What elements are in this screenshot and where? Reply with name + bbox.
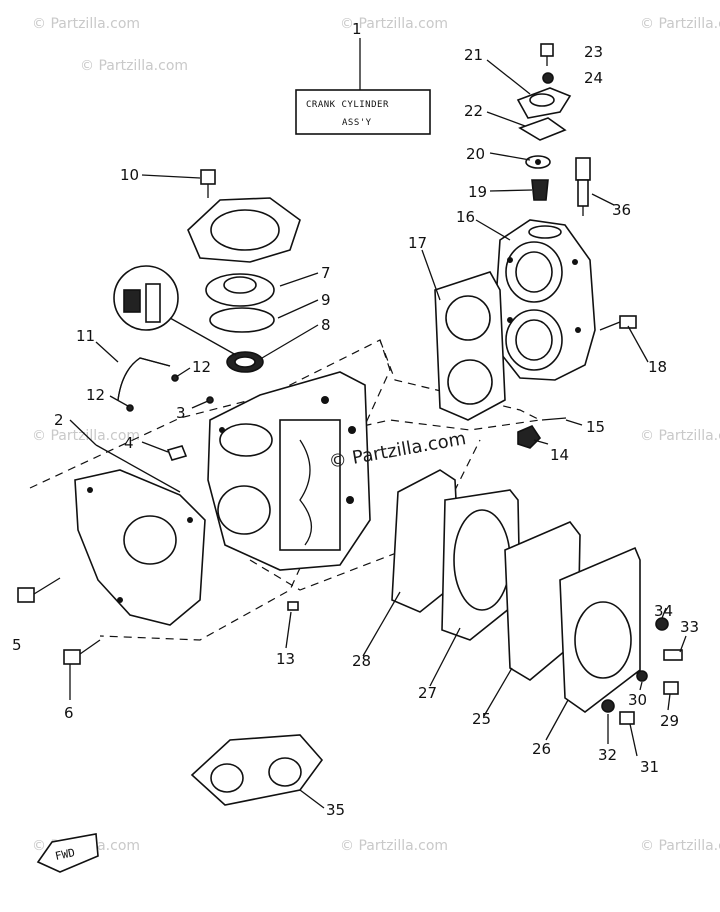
- watermark: © Partzilla.com: [340, 838, 448, 854]
- callout-28: 28: [352, 652, 371, 670]
- callout-6: 6: [64, 704, 74, 722]
- callout-31: 31: [640, 758, 659, 776]
- callout-23: 23: [584, 43, 603, 61]
- callout-19: 19: [468, 183, 487, 201]
- callout-30: 30: [628, 691, 647, 709]
- callout-3: 3: [176, 404, 186, 422]
- callout-16: 16: [456, 208, 475, 226]
- assembly-title-line2: ASS'Y: [342, 118, 372, 128]
- watermark: © Partzilla.com: [80, 58, 188, 74]
- head-gasket: [434, 271, 506, 421]
- fwd-arrow-icon: FWD: [36, 833, 99, 873]
- watermark: © Partzilla.com: [32, 16, 140, 32]
- hose: [117, 357, 171, 401]
- callout-8: 8: [321, 316, 331, 334]
- callout-35: 35: [326, 801, 345, 819]
- assembly-title-line1: CRANK CYLINDER: [306, 100, 389, 110]
- base-gasket: [190, 734, 324, 806]
- callout-21: 21: [464, 46, 483, 64]
- bolt-18: [599, 315, 637, 331]
- fasteners: [601, 617, 683, 725]
- callout-10: 10: [120, 166, 139, 184]
- leader-lines: [69, 59, 687, 809]
- watermark: © Partzilla.com: [640, 838, 720, 854]
- callout-20: 20: [466, 145, 485, 163]
- watermark: © Partzilla.com: [640, 16, 720, 32]
- small-parts: [126, 374, 567, 611]
- callout-27: 27: [418, 684, 437, 702]
- callout-5: 5: [12, 636, 22, 654]
- callout-12b: 12: [86, 386, 105, 404]
- callout-24: 24: [584, 69, 603, 87]
- fwd-label: FWD: [54, 846, 76, 863]
- callout-36: 36: [612, 201, 631, 219]
- watermark: © Partzilla.com: [340, 16, 448, 32]
- callout-7: 7: [321, 264, 331, 282]
- callout-22: 22: [464, 102, 483, 120]
- bolts-5-6: [17, 577, 101, 665]
- callout-26: 26: [532, 740, 551, 758]
- callout-34: 34: [654, 602, 673, 620]
- callout-1: 1: [352, 20, 362, 38]
- cylinder-head: [495, 219, 596, 381]
- callout-32: 32: [598, 746, 617, 764]
- cover-group: [187, 169, 301, 373]
- crankcase-half: [74, 469, 206, 626]
- callout-labels: 1 2 3 4 5 6 7 8 9 10 11 12 12 13 14 15 1…: [12, 20, 699, 819]
- spark-plug: [575, 157, 591, 216]
- watermark-layer: © Partzilla.com © Partzilla.com © Partzi…: [32, 16, 720, 854]
- callout-18: 18: [648, 358, 667, 376]
- callout-9: 9: [321, 291, 331, 309]
- plate-gaskets: [391, 469, 641, 713]
- callout-11: 11: [76, 327, 95, 345]
- assembly-title-box: CRANK CYLINDER ASS'Y: [295, 38, 431, 135]
- callout-25: 25: [472, 710, 491, 728]
- head-cover-parts: [516, 43, 572, 201]
- callout-15: 15: [586, 418, 605, 436]
- watermark: © Partzilla.com: [640, 428, 720, 444]
- crankcase-block: [207, 371, 371, 571]
- callout-2: 2: [54, 411, 64, 429]
- callout-17: 17: [408, 234, 427, 252]
- callout-13: 13: [276, 650, 295, 668]
- callout-29: 29: [660, 712, 679, 730]
- callout-4: 4: [124, 434, 134, 452]
- callout-33: 33: [680, 618, 699, 636]
- detail-inset: [113, 265, 237, 356]
- callout-12a: 12: [192, 358, 211, 376]
- callout-14: 14: [550, 446, 569, 464]
